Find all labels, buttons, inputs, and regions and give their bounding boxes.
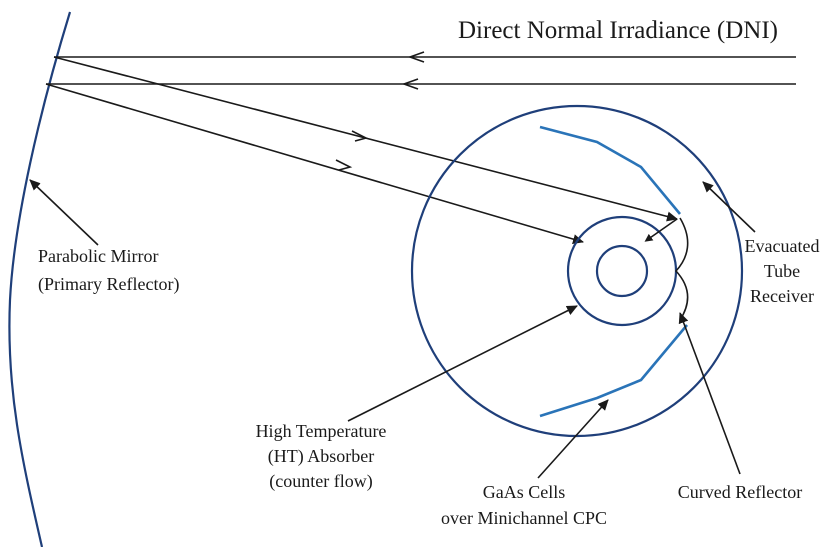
receiver-label-line3: Receiver	[750, 286, 814, 306]
receiver-label-line2: Tube	[764, 261, 800, 281]
receiver-label-line1: Evacuated	[745, 236, 820, 256]
cells-label-line2: over Minichannel CPC	[441, 508, 607, 528]
mirror-label-line1: Parabolic Mirror	[38, 246, 158, 266]
curved-reflector	[674, 217, 689, 321]
reflected-ray-upper-midarrow	[351, 130, 369, 142]
absorber-label-line3: (counter flow)	[269, 471, 372, 492]
absorber-leader-arrow	[347, 305, 578, 422]
gaas-cells-lower	[539, 324, 688, 418]
absorber-label-line1: High Temperature	[256, 421, 387, 441]
dni-ray-upper-arrow	[407, 51, 425, 63]
gaas-cells-upper	[539, 125, 682, 215]
dni-ray-lower-arrow	[401, 78, 419, 90]
reflected-ray-lower-midarrow	[335, 159, 353, 171]
absorber-inner-ring	[595, 244, 649, 298]
absorber-label-line2: (HT) Absorber	[268, 446, 374, 467]
reflected-ray-lower	[45, 83, 584, 244]
mirror-label-line2: (Primary Reflector)	[38, 274, 179, 295]
absorber-outer-ring	[566, 215, 678, 327]
diagram-title: Direct Normal Irradiance (DNI)	[458, 17, 778, 44]
parabolic-mirror-curve	[8, 11, 72, 547]
receiver-leader-arrow	[702, 181, 756, 233]
reflector-leader-arrow	[678, 312, 741, 475]
evacuated-tube-outline	[410, 104, 744, 438]
cells-label-line1: GaAs Cells	[483, 482, 566, 502]
redirected-ray	[644, 218, 678, 242]
mirror-leader-arrow	[29, 179, 99, 246]
cells-leader-arrow	[537, 399, 609, 479]
reflector-label: Curved Reflector	[678, 482, 802, 502]
